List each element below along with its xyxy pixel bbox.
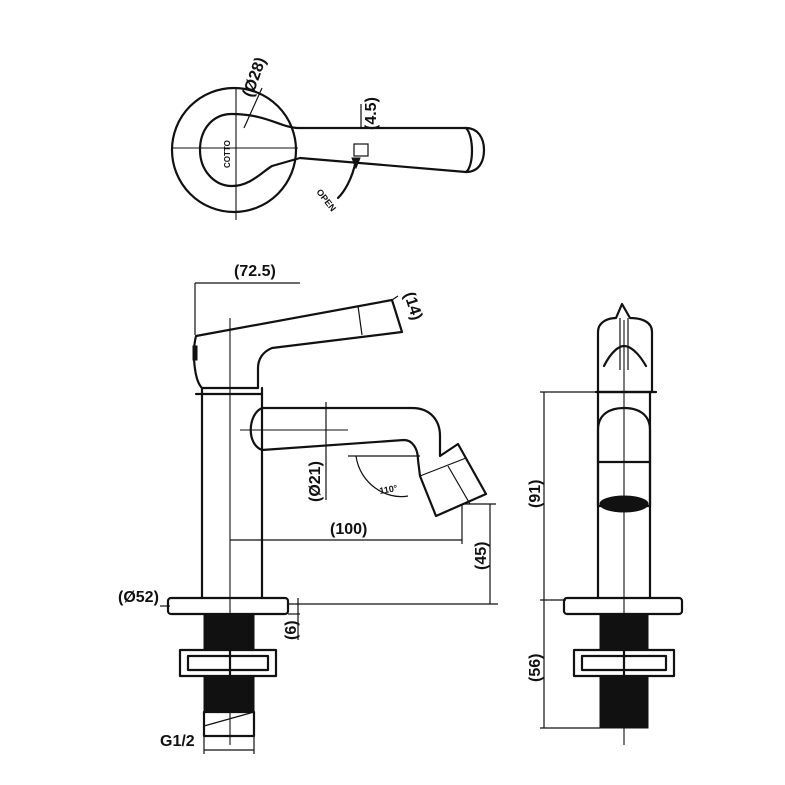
front-view-spout — [260, 406, 488, 518]
thread-label: G1/2 — [160, 733, 195, 750]
spout-height-label: (45) — [473, 542, 490, 570]
handle-diameter-leader — [243, 87, 263, 129]
spout-root-curve — [249, 406, 264, 452]
front-base-flange — [166, 596, 290, 616]
lever-width-ext — [391, 295, 399, 301]
front-shank-tip — [202, 710, 256, 738]
side-threaded-shank-upper — [599, 613, 649, 651]
spout-aerator-line-2 — [447, 465, 471, 505]
lever-reach-label: (72.5) — [234, 263, 276, 280]
spout-aerator-line — [419, 457, 467, 477]
front-clamp-nut-inner — [186, 654, 270, 672]
spout-reach-label: (100) — [330, 521, 367, 538]
front-shank-tip-chamfer — [203, 711, 255, 727]
brand-logo-text: COTTO — [223, 140, 232, 168]
side-spout-front — [596, 406, 652, 508]
front-threaded-shank-lower — [203, 675, 255, 713]
spout-diameter-label: (Ø21) — [307, 461, 324, 502]
base-diameter-label: (Ø52) — [118, 589, 159, 606]
top-view-lever — [198, 112, 486, 188]
top-view-lever-notch — [353, 143, 369, 157]
base-thickness-label: (6) — [283, 620, 300, 640]
top-view-lever-tip — [464, 126, 474, 174]
front-view-lever — [192, 298, 404, 390]
side-view-lever — [596, 302, 654, 394]
handle-thickness-label: (4.5) — [363, 97, 380, 130]
front-clamp-nut — [178, 648, 278, 678]
body-height-label: (91) — [527, 480, 544, 508]
front-view: (72.5) (14) (Ø21) 110° (100) (45 — [118, 263, 498, 754]
open-label: OPEN — [314, 187, 338, 213]
handle-diameter-label: (Ø28) — [240, 55, 270, 99]
side-aerator — [599, 495, 649, 513]
side-base-flange — [562, 596, 684, 616]
angle-arc — [355, 455, 409, 498]
shank-length-label: (56) — [527, 654, 544, 682]
side-lever-curve — [602, 344, 648, 368]
lever-grip-line — [357, 305, 363, 336]
spout-angle-label: 110° — [379, 483, 399, 496]
top-view-body-circle — [170, 86, 298, 214]
side-threaded-shank-lower — [599, 675, 649, 729]
side-clamp-nut — [572, 648, 676, 678]
open-arrow-head — [351, 157, 361, 170]
top-view: COTTO (Ø28) (4.5) OPEN — [170, 55, 486, 220]
open-arrow — [336, 158, 358, 200]
side-clamp-nut-inner — [580, 654, 668, 672]
front-threaded-shank-upper — [203, 613, 255, 651]
lever-side-ring — [192, 345, 198, 361]
lever-width-label: (14) — [400, 290, 425, 322]
side-view: (91) (56) — [527, 302, 684, 745]
